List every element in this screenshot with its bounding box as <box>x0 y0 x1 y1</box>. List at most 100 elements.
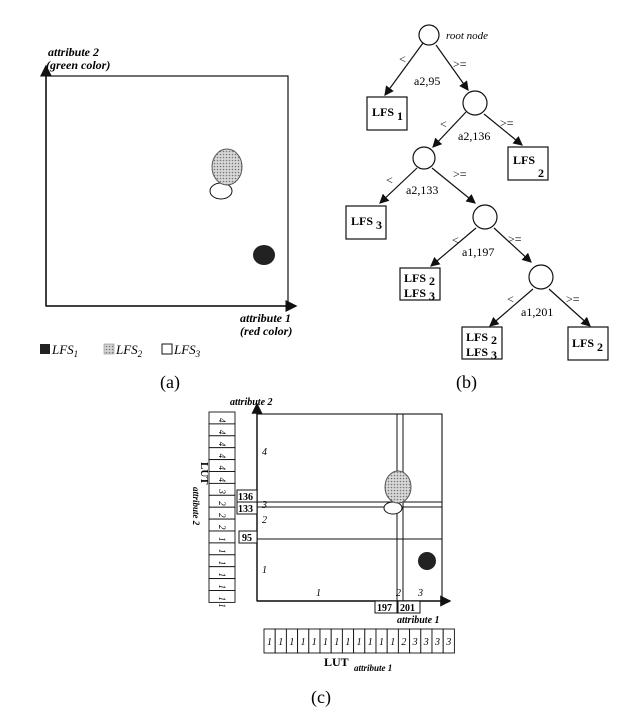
c-threshold-label: 95 <box>242 533 252 544</box>
b-edge <box>430 227 477 267</box>
b-split-node <box>528 264 554 290</box>
lut1-cell-value: 1 <box>357 637 362 648</box>
panel-a: attribute 2 (green color) attribute 1 (r… <box>40 45 298 393</box>
a-y-axis-label: attribute 2 <box>48 45 99 59</box>
caption-c: (c) <box>311 687 331 708</box>
b-leaf-box <box>345 205 387 240</box>
b-leaf-text: LFS 3 <box>404 286 435 303</box>
b-leaf-text: 2 <box>538 166 544 180</box>
b-edge-geq: >= <box>453 57 467 71</box>
lut1-cell-value: 1 <box>267 637 272 648</box>
lut1-cell-value: 1 <box>390 637 395 648</box>
c-threshold-box <box>374 600 398 614</box>
c-x-axis-label: attribute 1 <box>397 615 440 626</box>
b-edge <box>548 288 591 327</box>
b-leaf-text: LFS 2 <box>572 336 603 354</box>
b-edge <box>493 227 532 263</box>
c-threshold-label: 197 <box>377 603 392 614</box>
lut1-cell-value: 1 <box>379 637 384 648</box>
c-y-axis-label: attribute 2 <box>230 397 273 408</box>
a-lfs1-region <box>253 245 275 265</box>
c-threshold-box <box>397 600 421 614</box>
b-split-node <box>472 204 498 230</box>
c-lfs2-region <box>384 470 412 504</box>
lut1-title: LUT <box>324 655 349 669</box>
a-legend: LFS1 LFS2 LFS3 <box>40 342 201 359</box>
b-root-label: root node <box>446 30 488 42</box>
b-edge-geq: >= <box>566 292 580 306</box>
lut1-cell-value: 1 <box>368 637 373 648</box>
b-edge-geq: >= <box>508 232 522 246</box>
b-leaf-text: LFS 1 <box>372 105 403 123</box>
b-edge <box>483 113 523 146</box>
c-region-y-label: 4 <box>262 447 267 458</box>
lut1-subtitle: attribute 1 <box>354 663 392 673</box>
b-leaf-text: LFS 3 <box>351 214 382 232</box>
b-edge <box>431 167 476 204</box>
c-region-x-label: 2 <box>396 588 401 599</box>
lut1-cell-value: 1 <box>278 637 283 648</box>
b-split-node <box>412 146 436 170</box>
c-threshold-box <box>238 530 258 544</box>
c-threshold-label: 136 <box>238 492 253 503</box>
b-edge-less: < <box>399 52 406 66</box>
b-edge-less: < <box>507 292 514 306</box>
b-edge <box>489 288 534 327</box>
caption-b: (b) <box>456 372 477 393</box>
c-region-y-label: 1 <box>262 565 267 576</box>
b-leaf-box <box>399 267 441 301</box>
b-edge-less: < <box>452 233 459 247</box>
lut1-cell-value: 1 <box>334 637 339 648</box>
lut1-cell-value: 1 <box>345 637 350 648</box>
lut1-cell-value: 1 <box>301 637 306 648</box>
lut1-cell-value: 3 <box>434 637 440 648</box>
b-edge-less: < <box>386 173 393 187</box>
legend-swatch-lfs1 <box>40 344 50 354</box>
lut1-cell-value: 3 <box>412 637 418 648</box>
a-y-axis-sublabel: (green color) <box>46 58 110 72</box>
c-threshold-label: 201 <box>400 603 415 614</box>
c-threshold-label: 133 <box>238 504 253 515</box>
lut1-cell-value: 2 <box>401 637 406 648</box>
lut2-cell <box>208 590 236 603</box>
lut1-cell-value: 1 <box>323 637 328 648</box>
legend-label-lfs3: LFS3 <box>173 342 201 359</box>
b-root-node <box>418 24 440 46</box>
legend-swatch-lfs3 <box>161 343 173 355</box>
panel-b: root node < >= a2,95 < >= a2,136 < >= a2… <box>345 24 609 393</box>
a-x-axis-sublabel: (red color) <box>240 324 292 338</box>
lut1-cell-value: 1 <box>312 637 317 648</box>
legend-swatch-lfs2 <box>103 343 115 355</box>
b-split-label: a1,201 <box>521 305 553 319</box>
a-lfs2-region <box>211 148 243 186</box>
b-split-label: a2,95 <box>414 74 440 88</box>
panel-c: attribute 2 4 3 2 1 1 2 3 <box>191 397 455 708</box>
legend-label-lfs2: LFS2 <box>115 342 143 359</box>
b-leaf-text: LFS 2 <box>466 330 497 347</box>
b-leaf-text: LFS 2 <box>404 271 435 288</box>
b-edge-geq: >= <box>500 116 514 130</box>
lut2-cell-value: 3 3 <box>217 488 227 501</box>
b-leaf-box <box>366 96 408 131</box>
lut2-cell-value: 1 1 <box>217 596 227 607</box>
lut1-cell-value: 3 <box>423 637 429 648</box>
b-leaf-text: LFS <box>513 153 535 167</box>
lut2-subtitle: attribute 2 <box>191 487 201 526</box>
c-lfs1-region <box>418 552 436 570</box>
c-region-y-label: 2 <box>262 515 267 526</box>
c-region-y-label: 3 <box>261 500 267 511</box>
c-threshold-box <box>236 501 258 515</box>
a-plot-frame <box>45 75 289 307</box>
b-split-label: a1,197 <box>462 245 494 259</box>
c-lfs3-region <box>383 501 403 515</box>
lut2-title: LUT <box>198 462 210 485</box>
caption-a: (a) <box>160 372 180 393</box>
a-x-axis-label: attribute 1 <box>240 311 291 325</box>
lut-attribute-2: 4 44 44 44 44 44 43 32 22 22 21 11 11 11… <box>208 411 236 608</box>
b-edge <box>432 111 467 148</box>
lut1-cell-value: 1 <box>289 637 294 648</box>
b-leaf-box <box>507 146 549 181</box>
b-leaf-box <box>461 326 503 360</box>
b-leaf-text: LFS 3 <box>466 345 497 362</box>
